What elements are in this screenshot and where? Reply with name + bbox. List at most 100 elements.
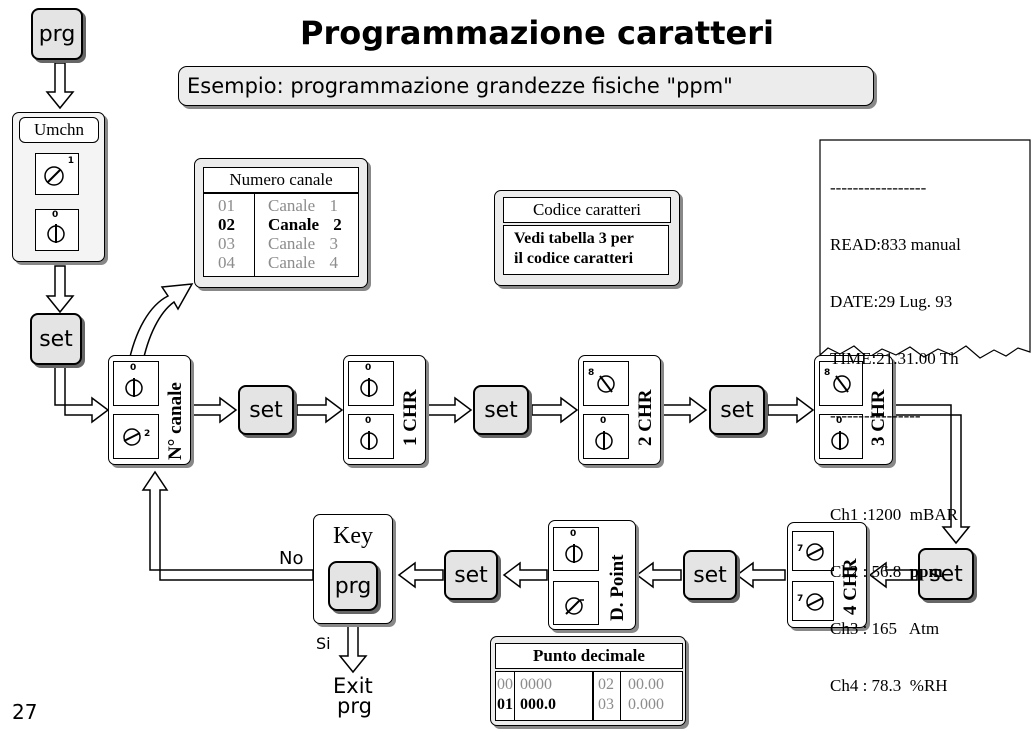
rotary-switch-icon [565, 597, 584, 615]
step-chr3: 8 0 3 CHR [814, 355, 893, 465]
rotary-switch-icon [806, 593, 824, 611]
chr4-dial-2[interactable]: 7 [792, 581, 834, 621]
si-label: Si [316, 634, 331, 653]
set-button-b2[interactable]: set [444, 550, 498, 600]
rotary-switch-icon [833, 375, 851, 393]
cell: 2 [333, 215, 342, 234]
table-divider [514, 672, 515, 720]
arrow-chr2-set3 [660, 396, 708, 424]
step-ncanale: 0 2 N° canale [108, 355, 191, 465]
table-row: 04 [218, 253, 235, 272]
ncanale-dial-1[interactable]: 0 [113, 361, 159, 406]
spacer [830, 463, 961, 467]
dpoint-dial-2[interactable] [553, 581, 599, 625]
prg-key-button[interactable]: prg [328, 561, 378, 611]
exit-text: Exit [333, 674, 373, 698]
codice-line: il codice caratteri [514, 250, 634, 267]
cell: 3 [329, 234, 338, 253]
set-button-3[interactable]: set [709, 385, 765, 435]
printout-line: TIME:21.31.00 Th [830, 349, 959, 368]
printout-line: Ch3 : 165 Atm [830, 619, 940, 638]
dial-mark: 0 [130, 363, 137, 373]
arrow-prg-umchn [45, 62, 75, 110]
cell: 000.0 [520, 696, 556, 713]
rotary-switch-icon [44, 166, 64, 186]
set-label: set [454, 562, 488, 588]
codice-panel: Codice caratteri Vedi tabella 3 per il c… [494, 190, 680, 286]
punto-panel: Punto decimale 00 0000 01 000.0 02 00.00… [490, 636, 686, 726]
dial-mark: 0 [570, 529, 577, 539]
dial-mark: 0 [365, 416, 372, 426]
cell: Canale [268, 234, 316, 253]
set-button-right[interactable]: set [918, 548, 974, 600]
set-label: set [720, 397, 754, 423]
table-divider [254, 194, 255, 276]
printout-line: Ch2 : 56.8 ppm [830, 562, 961, 581]
rotary-switch-icon [831, 431, 849, 450]
step-label: 2 CHR [635, 389, 656, 446]
key-box: Key prg [313, 514, 393, 624]
prg-button[interactable]: prg [31, 8, 83, 60]
printout-line: Ch4 : 78.3 %RH [830, 676, 948, 695]
rotary-switch-icon [47, 224, 65, 243]
set-label: set [929, 561, 963, 587]
set-button-b1[interactable]: set [683, 550, 737, 600]
set-label: set [249, 397, 283, 423]
chr4-dial-1[interactable]: 7 [792, 531, 834, 571]
chr2-dial-2[interactable]: 0 [583, 414, 629, 459]
chr1-dial-2[interactable]: 0 [348, 414, 394, 459]
table-row: Canale 3 [268, 234, 338, 253]
cell: Canale [268, 253, 316, 272]
cell: 0.000 [628, 696, 664, 713]
numero-canale-panel: Numero canale 01 Canale 1 02 Canale 2 03… [194, 158, 368, 288]
chr1-dial-1[interactable]: 0 [348, 361, 394, 406]
step-chr2: 8 0 2 CHR [578, 355, 661, 465]
umchn-dial-1[interactable]: 1 [35, 153, 79, 195]
dpoint-dial-1[interactable]: 0 [553, 527, 599, 571]
no-label: No [279, 548, 304, 569]
arrow-set-ncanale [54, 366, 110, 424]
table-row: 01 [218, 196, 235, 215]
dial-mark: 2 [144, 429, 151, 439]
arrow-ncanale-set1 [190, 396, 238, 424]
cell: 1 [329, 196, 338, 215]
arrow-set1-chr1 [296, 396, 344, 424]
chr2-dial-1[interactable]: 8 [583, 361, 629, 406]
cell: 00 [497, 676, 513, 693]
arrow-key-si [338, 621, 368, 674]
arrow-set2-chr2 [531, 396, 579, 424]
cell: 4 [329, 253, 338, 272]
chr3-dial-2[interactable]: 0 [819, 414, 863, 459]
set-button-1[interactable]: set [238, 385, 294, 435]
table-row: Canale 2 [268, 215, 342, 234]
arrow-chr4-setb1 [735, 561, 786, 589]
umchn-dial-2[interactable]: 0 [35, 209, 79, 251]
set-label: set [39, 326, 73, 352]
dial-mark: 8 [824, 368, 831, 378]
arrow-setb1-dpoint [635, 561, 682, 589]
dial-mark: 7 [797, 594, 804, 604]
cell: 03 [218, 234, 235, 253]
arrow-key-no [141, 470, 314, 581]
dial-mark: 8 [588, 368, 595, 378]
printout-line: ----------------- [830, 178, 927, 197]
rotary-switch-icon [806, 543, 824, 561]
chr3-dial-1[interactable]: 8 [819, 361, 863, 406]
dial-mark: 0 [836, 416, 843, 426]
arrow-setb2-key [397, 561, 444, 589]
set-button-left[interactable]: set [30, 313, 82, 365]
set-label: set [484, 397, 518, 423]
rotary-switch-icon [565, 544, 583, 563]
printout-line: Ch1 :1200 mBAR [830, 505, 958, 524]
cell: 00.00 [628, 676, 664, 693]
key-label: Key [333, 523, 373, 549]
cell: Canale [268, 196, 316, 215]
prg-button-label: prg [38, 21, 76, 47]
table-row: 03 [218, 234, 235, 253]
ncanale-dial-2[interactable]: 2 [113, 414, 159, 459]
step-label: N° canale [165, 382, 186, 460]
printout-text: ----------------- READ:833 manual DATE:2… [830, 140, 961, 714]
prg-label: prg [334, 573, 372, 599]
set-button-2[interactable]: set [473, 385, 529, 435]
